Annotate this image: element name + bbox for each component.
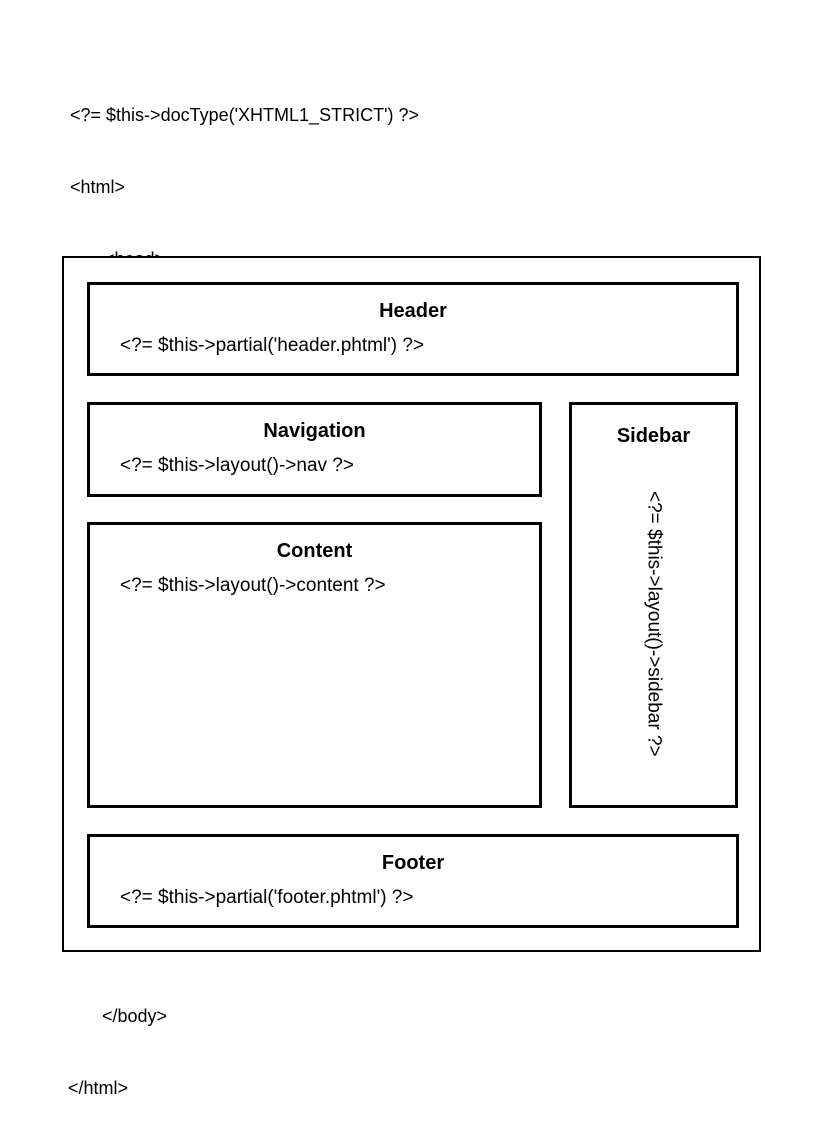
header-box-code: <?= $this->partial('header.phtml') ?> [120, 335, 425, 356]
header-box: Header <?= $this->partial('header.phtml'… [87, 282, 739, 376]
header-box-title: Header [379, 300, 447, 322]
code-line-html-open: <html> [70, 177, 126, 197]
page: { "colors": { "background": "#ffffff", "… [62, 105, 761, 1098]
footer-box: Footer <?= $this->partial('footer.phtml'… [87, 834, 739, 928]
footer-box-code: <?= $this->partial('footer.phtml') ?> [120, 887, 414, 908]
footer-box-title: Footer [381, 852, 445, 874]
code-line-body-close: </body> [102, 1006, 168, 1026]
content-box: Content <?= $this->layout()->content ?> [87, 522, 542, 808]
sidebar-box-title: Sidebar [616, 425, 691, 447]
navigation-box: Navigation <?= $this->layout()->nav ?> [87, 402, 542, 497]
bottom-code-block: </body> </html> [68, 956, 167, 1124]
sidebar-box: Sidebar <?= $this->layout()->sidebar ?> [569, 402, 738, 808]
code-line-html-close: </html> [68, 1078, 129, 1098]
content-box-code: <?= $this->layout()->content ?> [120, 575, 386, 596]
navigation-box-code: <?= $this->layout()->nav ?> [120, 455, 354, 476]
body-layout-box: Header <?= $this->partial('header.phtml'… [62, 256, 761, 952]
content-box-title: Content [276, 540, 353, 562]
navigation-box-title: Navigation [263, 420, 366, 442]
sidebar-box-code: <?= $this->layout()->sidebar ?> [643, 491, 665, 757]
code-line-doctype: <?= $this->docType('XHTML1_STRICT') ?> [70, 105, 420, 125]
